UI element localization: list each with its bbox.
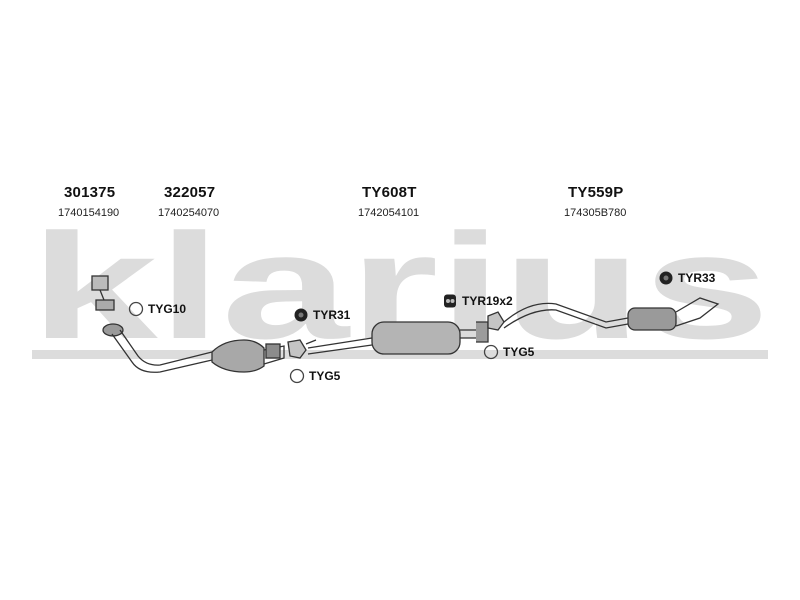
oem-number-1740154190: 1740154190 [58, 207, 120, 219]
oem-number-174305b780: 174305B780 [564, 207, 627, 219]
accessory-code: TYG10 [148, 302, 187, 316]
accessory-code: TYG5 [503, 345, 535, 359]
centre-silencer [371, 321, 489, 355]
accessory-tyr31: TYR31 [293, 307, 350, 323]
oem-number-1742054101: 1742054101 [358, 207, 420, 219]
rubber-hanger-icon [444, 294, 456, 308]
accessory-tyr19x2: TYR19x2 [442, 293, 513, 309]
ring-gasket-icon [128, 301, 144, 317]
accessory-tyg10: TYG10 [128, 301, 186, 317]
part-number-ty559p: TY559P [568, 184, 624, 201]
accessory-code: TYR19x2 [462, 294, 513, 308]
front-pipe [91, 275, 213, 373]
part-number-ty608t: TY608T [362, 184, 417, 201]
accessory-code: TYR31 [313, 308, 351, 322]
part-number-301375: 301375 [64, 184, 116, 201]
accessory-code: TYR33 [678, 271, 716, 285]
rear-silencer [487, 297, 720, 331]
ring-gasket-icon [289, 368, 305, 384]
accessory-code: TYG5 [309, 369, 341, 383]
rubber-mount-icon [294, 308, 308, 322]
rubber-mount-icon [659, 271, 673, 285]
accessory-tyr33: TYR33 [658, 270, 715, 286]
flange-joint [287, 337, 373, 359]
ring-gasket-icon [483, 344, 499, 360]
catalytic-converter [211, 339, 285, 373]
part-number-322057: 322057 [164, 184, 216, 201]
oem-number-1740254070: 1740254070 [158, 207, 220, 219]
accessory-tyg5-centre: TYG5 [289, 368, 340, 384]
accessory-tyg5-rear: TYG5 [483, 344, 534, 360]
